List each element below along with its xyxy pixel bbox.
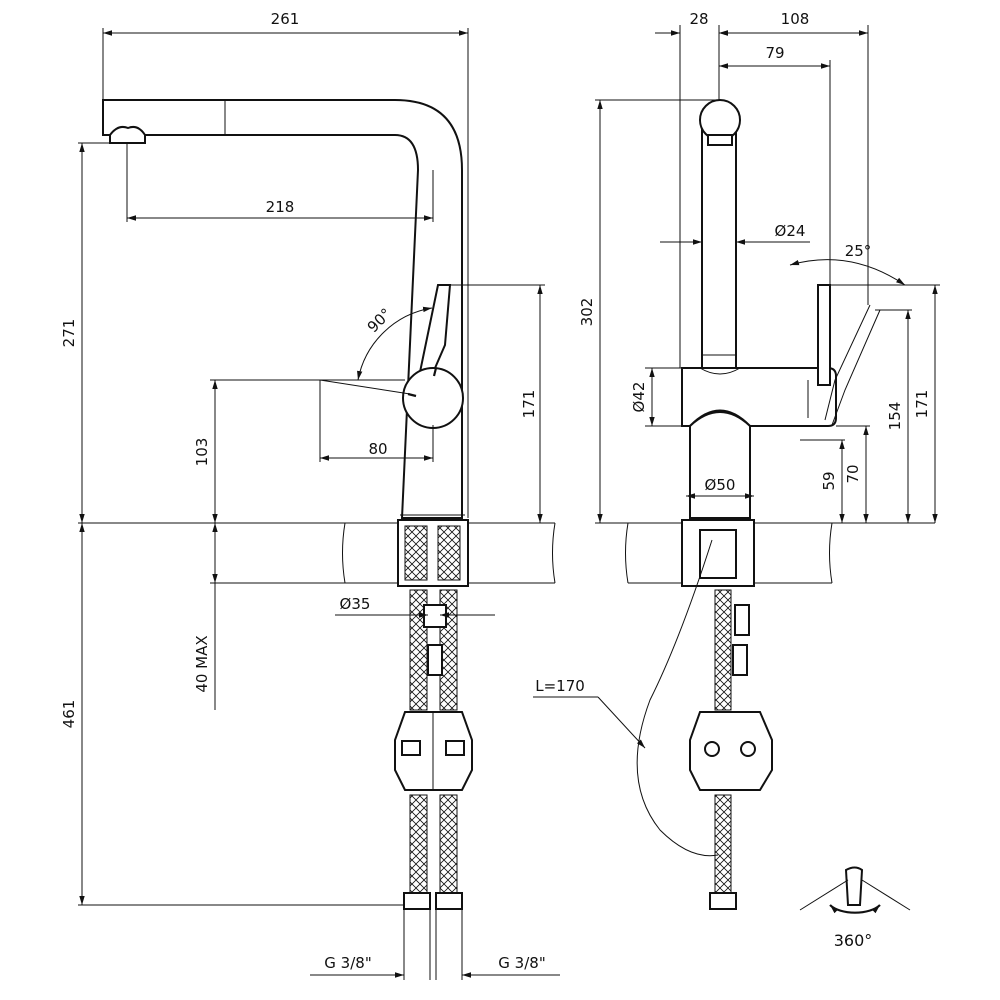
dim-lever-angle: 90° xyxy=(364,305,396,337)
front-dimensions xyxy=(78,28,560,978)
dim-connection-left: G 3/8" xyxy=(324,954,371,972)
dim-hole-diameter: Ø35 xyxy=(340,595,371,613)
front-view: 261 218 271 90° 171 103 80 Ø35 40 MAX 46… xyxy=(60,10,560,980)
dim-side-h59: 59 xyxy=(820,471,838,490)
side-dimension-labels: 28 108 79 302 Ø24 25° Ø42 Ø50 171 154 70… xyxy=(535,10,931,950)
dim-total-width: 261 xyxy=(271,10,300,28)
dim-front-total-height: 271 xyxy=(60,319,78,348)
dim-side-h154: 154 xyxy=(886,402,904,431)
dim-side-h70: 70 xyxy=(844,464,862,483)
dim-deck-thickness: 40 MAX xyxy=(193,635,211,692)
rotation-label: 360° xyxy=(834,931,873,950)
dim-side-total-height: 302 xyxy=(578,298,596,327)
dim-pullout-hose-length: L=170 xyxy=(535,677,585,695)
dim-axis-to-lever: 79 xyxy=(765,44,784,62)
dim-hose-length: 461 xyxy=(60,700,78,729)
dim-spout-reach: 218 xyxy=(266,198,295,216)
dim-handle-height: 171 xyxy=(520,390,538,419)
front-dimension-labels: 261 218 271 90° 171 103 80 Ø35 40 MAX 46… xyxy=(60,10,546,972)
side-dimensions xyxy=(533,25,940,749)
side-hoses xyxy=(636,539,773,910)
front-countertop xyxy=(78,519,556,587)
dim-lever-height: 103 xyxy=(193,438,211,467)
dim-lever-reach: 80 xyxy=(368,440,387,458)
rotation-360-icon xyxy=(799,866,911,914)
front-faucet-body xyxy=(102,99,465,519)
front-hoses xyxy=(394,589,473,980)
dim-connection-right: G 3/8" xyxy=(498,954,545,972)
dim-side-h171: 171 xyxy=(913,390,931,419)
dim-front-offset: 28 xyxy=(689,10,708,28)
side-countertop xyxy=(595,519,935,587)
side-faucet-body xyxy=(681,99,881,519)
side-view: 28 108 79 302 Ø24 25° Ø42 Ø50 171 154 70… xyxy=(533,10,940,950)
dim-side-width: 108 xyxy=(781,10,810,28)
dim-side-lever-angle: 25° xyxy=(845,242,872,260)
dim-tube-diameter: Ø24 xyxy=(775,222,806,240)
dim-base-diameter: Ø50 xyxy=(705,476,736,494)
dim-body-diameter: Ø42 xyxy=(630,382,648,413)
